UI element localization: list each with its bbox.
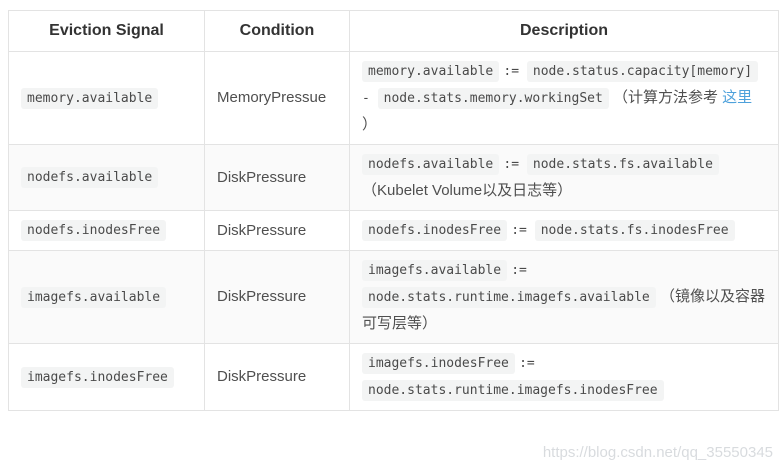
- description-cell: memory.available := node.status.capacity…: [349, 51, 779, 145]
- description-text: （计算方法参考: [612, 89, 718, 106]
- inline-code: memory.available: [21, 87, 159, 109]
- inline-code: imagefs.available: [362, 260, 508, 281]
- description-text: :=: [511, 223, 535, 238]
- inline-code: imagefs.available: [21, 286, 167, 308]
- csdn-watermark: https://blog.csdn.net/qq_35550345: [542, 444, 773, 461]
- description-text: :=: [519, 356, 535, 371]
- description-text: :=: [503, 157, 527, 172]
- inline-code: node.stats.runtime.imagefs.inodesFree: [362, 380, 664, 401]
- table-header-row: Eviction Signal Condition Description: [8, 10, 779, 52]
- condition-cell: MemoryPressue: [204, 51, 350, 145]
- description-text: ）: [362, 116, 378, 133]
- inline-link[interactable]: 这里: [722, 89, 753, 106]
- condition-cell: DiskPressure: [204, 343, 350, 411]
- header-condition: Condition: [204, 10, 350, 52]
- signal-cell: nodefs.inodesFree: [8, 210, 205, 251]
- inline-code: nodefs.available: [21, 167, 159, 188]
- signal-cell: nodefs.available: [8, 144, 205, 211]
- inline-code: node.stats.fs.inodesFree: [534, 220, 735, 241]
- inline-code: memory.available: [362, 61, 500, 82]
- condition-cell: DiskPressure: [204, 250, 350, 344]
- inline-code: node.stats.fs.available: [526, 154, 719, 175]
- description-text: :=: [503, 64, 527, 79]
- condition-cell: DiskPressure: [204, 210, 350, 251]
- description-cell: nodefs.available := node.stats.fs.availa…: [349, 144, 779, 211]
- description-text: （Kubelet Volume以及日志等）: [362, 182, 573, 199]
- description-text: （镜像以及容器可写层等）: [362, 288, 765, 332]
- signal-cell: memory.available: [8, 51, 205, 145]
- inline-code: imagefs.inodesFree: [21, 366, 174, 388]
- header-description: Description: [349, 10, 779, 52]
- header-eviction-signal: Eviction Signal: [8, 10, 205, 52]
- eviction-signals-table-container: Eviction Signal Condition Description me…: [8, 10, 779, 411]
- signal-cell: imagefs.inodesFree: [8, 343, 205, 411]
- eviction-signals-table: Eviction Signal Condition Description me…: [8, 10, 779, 411]
- description-text: -: [362, 91, 378, 106]
- signal-cell: imagefs.available: [8, 250, 205, 344]
- description-cell: imagefs.inodesFree := node.stats.runtime…: [349, 343, 779, 411]
- inline-code: node.status.capacity[memory]: [526, 61, 759, 82]
- description-cell: imagefs.available := node.stats.runtime.…: [349, 250, 779, 344]
- condition-cell: DiskPressure: [204, 144, 350, 211]
- description-text: :=: [511, 263, 527, 278]
- inline-code: nodefs.inodesFree: [362, 220, 508, 241]
- inline-code: nodefs.inodesFree: [21, 220, 167, 241]
- inline-code: node.stats.runtime.imagefs.available: [362, 287, 656, 308]
- description-cell: nodefs.inodesFree := node.stats.fs.inode…: [349, 210, 779, 251]
- inline-code: imagefs.inodesFree: [362, 353, 515, 374]
- inline-code: node.stats.memory.workingSet: [377, 88, 609, 109]
- inline-code: nodefs.available: [362, 154, 500, 175]
